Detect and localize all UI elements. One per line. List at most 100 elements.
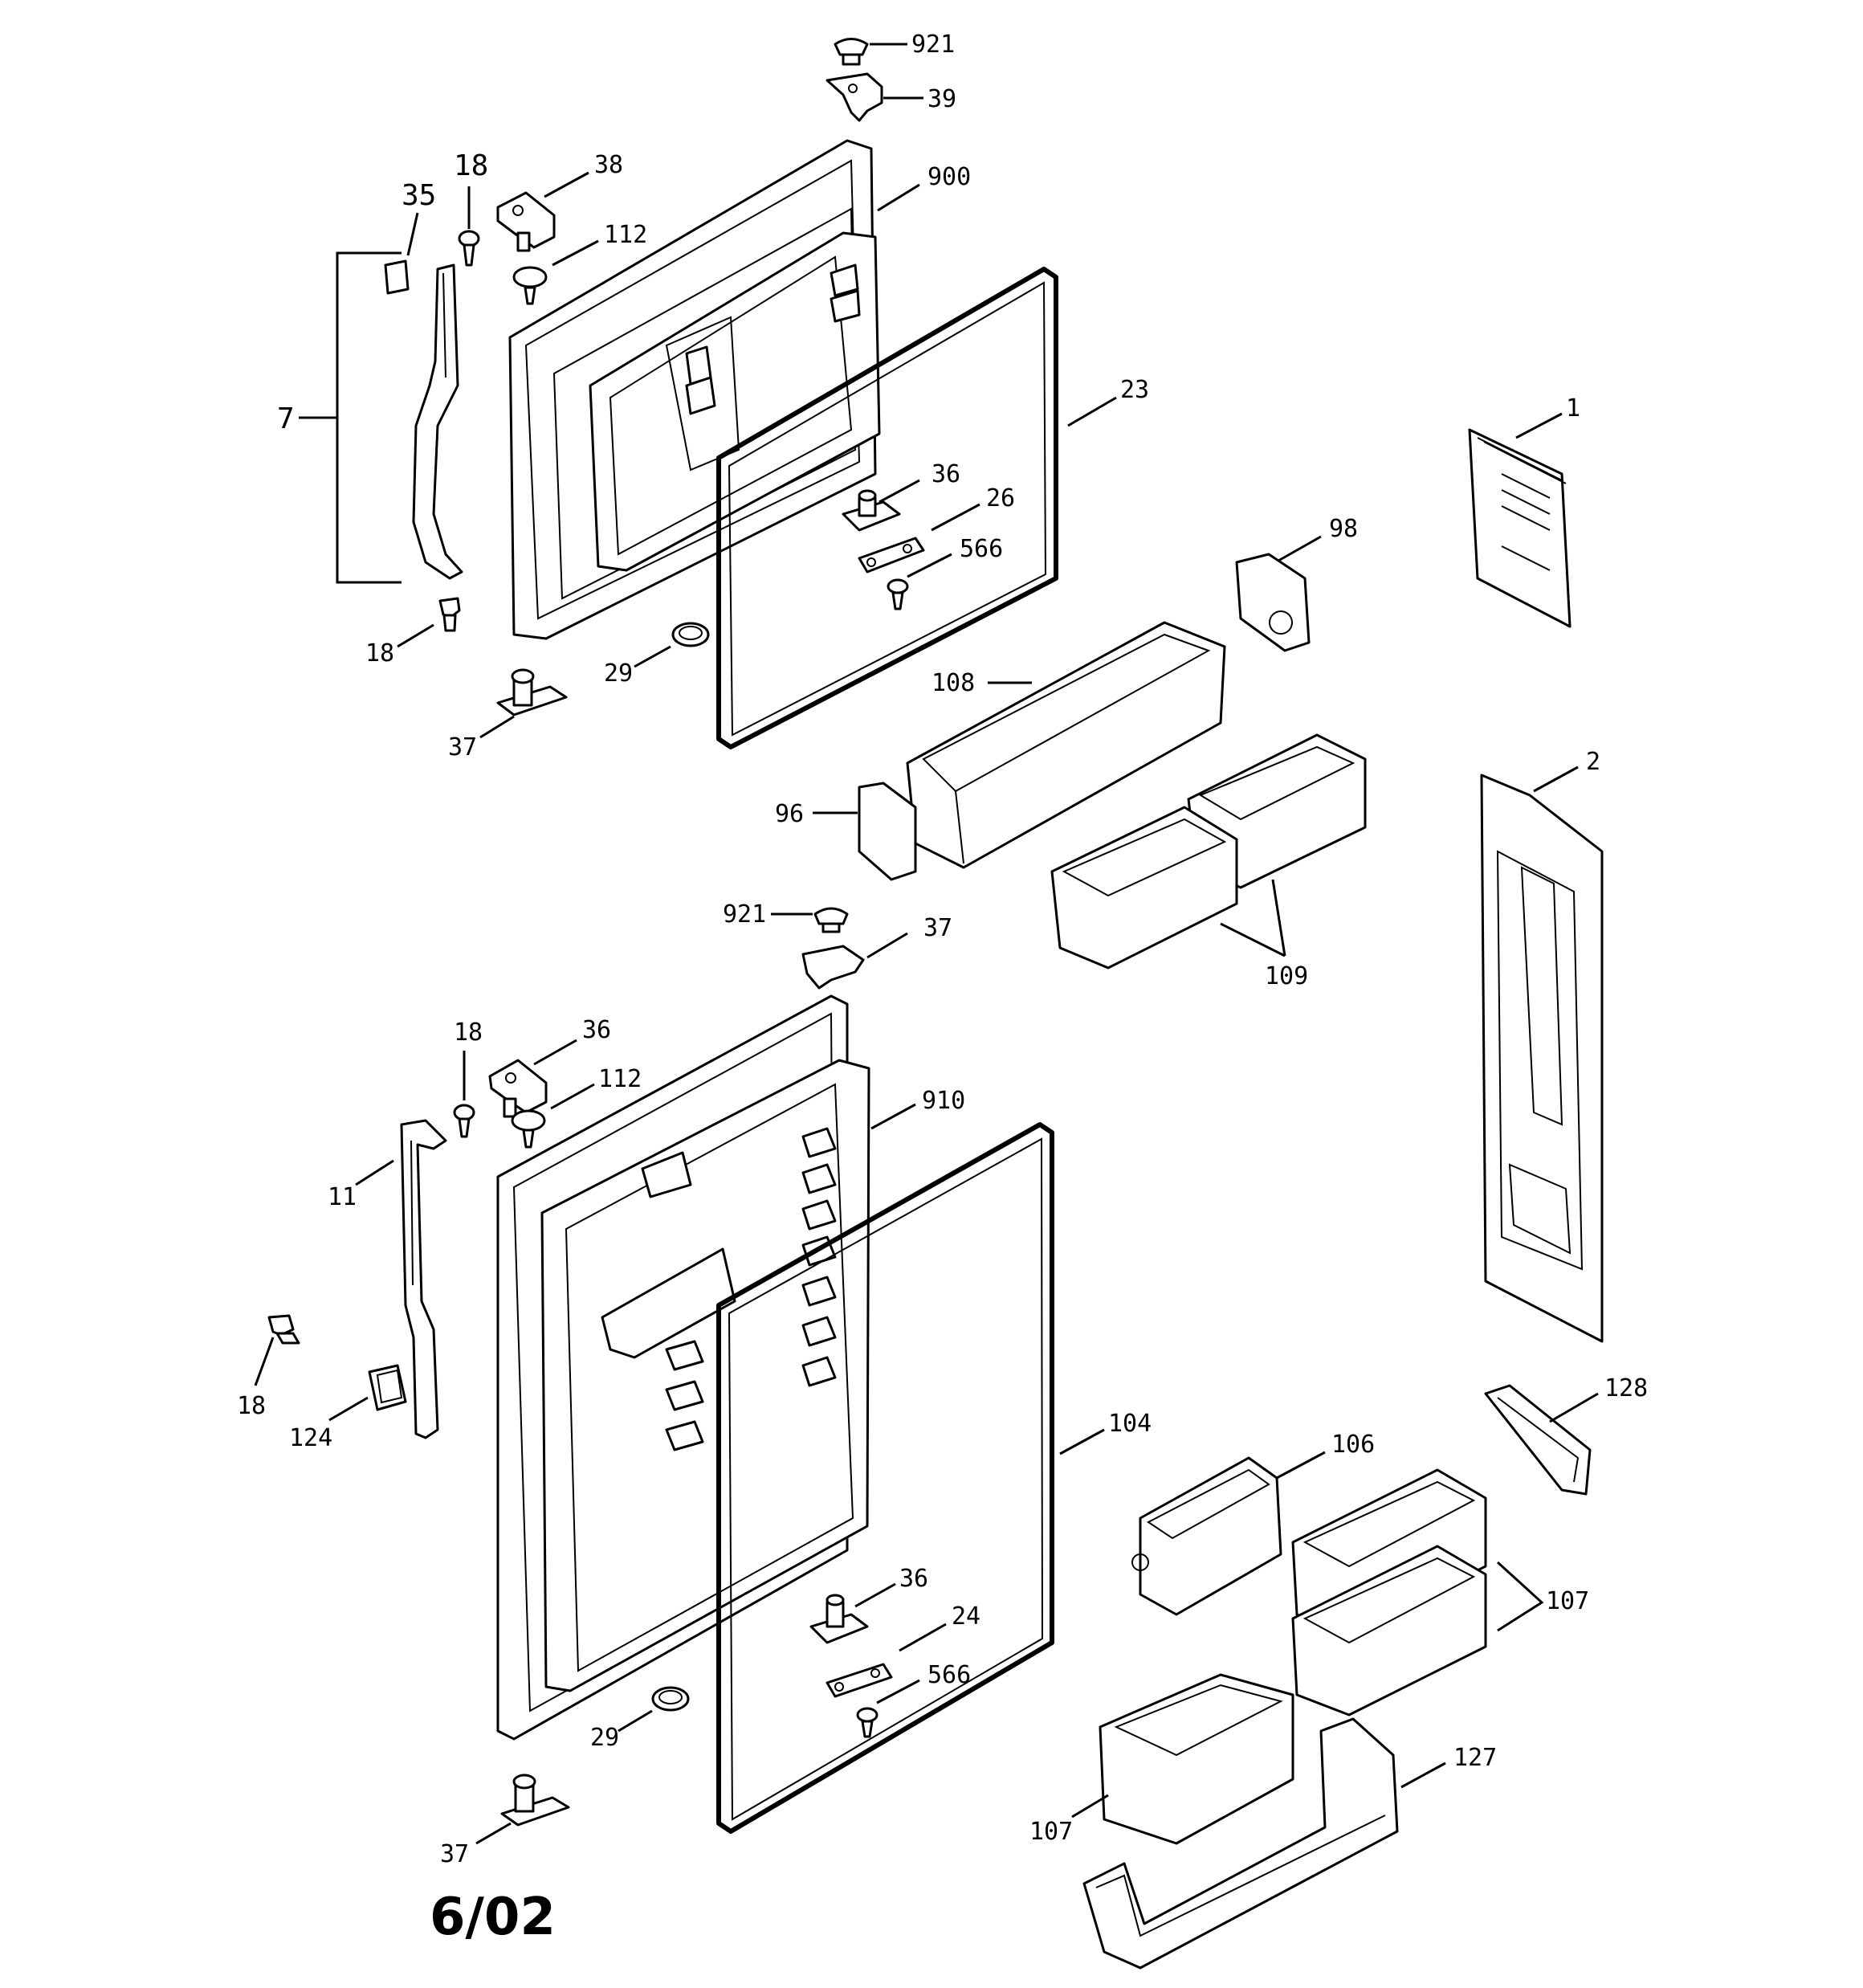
callout-18-left-upper: 18 [365, 639, 394, 667]
leader-910 [870, 1103, 916, 1130]
leader-900 [877, 183, 920, 212]
part-2-door-liner [1480, 774, 1604, 1343]
callout-98: 98 [1329, 515, 1358, 543]
callout-7: 7 [277, 402, 295, 435]
part-98-clip [1235, 553, 1311, 652]
part-36-hinge-pin-top [842, 489, 901, 532]
callout-18-left-lower: 18 [237, 1392, 266, 1420]
part-109-bin-left [1050, 806, 1238, 970]
part-11-fresh-food-handle [400, 1119, 447, 1439]
leader-18-left-lower [254, 1337, 275, 1386]
leader-23 [1067, 396, 1117, 427]
callout-26: 26 [986, 484, 1015, 512]
part-104-fresh-food-gasket [716, 1122, 1054, 1834]
callout-1: 1 [1566, 394, 1580, 423]
callout-39: 39 [927, 85, 956, 113]
callout-36-bottom: 36 [899, 1565, 928, 1593]
callout-24: 24 [952, 1602, 980, 1631]
callout-108: 108 [932, 669, 975, 697]
callout-2: 2 [1586, 748, 1600, 776]
leader-37-bottom [475, 1822, 512, 1845]
part-37-hinge-bracket-top [496, 668, 568, 716]
leader-566-bottom [876, 1679, 920, 1704]
leader-11 [355, 1159, 394, 1186]
leader-29-bottom [618, 1709, 653, 1733]
callout-labels: 921 39 38 900 18 35 112 7 23 1 36 26 566… [237, 31, 1648, 1868]
leader-124 [328, 1396, 369, 1422]
callout-96: 96 [775, 800, 804, 828]
callout-23: 23 [1120, 376, 1149, 404]
leader-24 [899, 1623, 947, 1652]
callout-37-middle: 37 [923, 914, 952, 942]
part-39-hinge-cap [826, 72, 883, 122]
part-37-hinge-bracket-bottom [500, 1774, 570, 1827]
leader-29-top [634, 645, 671, 668]
part-23-freezer-gasket [716, 267, 1058, 749]
leader-112-bottom [550, 1083, 595, 1110]
callout-566-bottom: 566 [927, 1661, 971, 1689]
part-29-grommet-bottom [651, 1686, 690, 1712]
part-18-screw-left-upper [438, 597, 461, 632]
leader-106 [1276, 1451, 1326, 1480]
callout-566-top: 566 [960, 535, 1003, 563]
part-921-plug-middle [813, 907, 849, 933]
part-36-hinge-pin-bottom [809, 1594, 869, 1644]
leader-26 [931, 503, 980, 532]
leader-98 [1278, 535, 1322, 562]
part-35-label [384, 259, 410, 295]
part-107-bin-lower [1099, 1673, 1294, 1845]
leader-37-middle [866, 932, 908, 959]
leader-38 [544, 171, 589, 198]
leader-1 [1515, 412, 1563, 439]
part-38-hinge [496, 191, 556, 252]
part-96-end-clip [858, 782, 917, 881]
part-18-screw-top [458, 230, 480, 267]
date-mark: 6/02 [430, 1888, 556, 1947]
callout-11: 11 [328, 1183, 357, 1211]
callout-18-middle: 18 [454, 1018, 483, 1047]
part-36-hinge-middle [488, 1059, 548, 1118]
part-900-freezer-door [508, 139, 881, 640]
part-1-manual [1468, 428, 1572, 628]
callout-921-middle: 921 [723, 900, 766, 929]
leader-566-top [907, 553, 952, 578]
part-18-screw-middle [453, 1104, 475, 1138]
leader-104 [1059, 1428, 1105, 1455]
callout-124: 124 [289, 1424, 332, 1452]
part-112-washer-bottom [511, 1109, 546, 1149]
part-29-grommet-top [671, 622, 710, 647]
callout-18-top: 18 [454, 149, 488, 182]
part-26-hinge-plate [858, 537, 925, 574]
part-124-clip [368, 1364, 407, 1411]
callout-127: 127 [1453, 1744, 1497, 1772]
callout-29-top: 29 [604, 659, 633, 688]
callout-112-bottom: 112 [598, 1065, 642, 1093]
part-24-hinge-plate [826, 1663, 893, 1698]
part-128-corner-bracket [1484, 1384, 1592, 1496]
callout-104: 104 [1108, 1410, 1152, 1438]
callout-38: 38 [594, 151, 623, 179]
part-566-screw-top [887, 578, 909, 610]
part-921-plug-top [834, 38, 869, 66]
leader-36-bottom [854, 1582, 896, 1608]
bracket-7 [336, 251, 402, 584]
callout-109: 109 [1265, 962, 1308, 990]
leader-2 [1533, 765, 1579, 793]
callout-921-top: 921 [911, 31, 955, 59]
callout-107-upper: 107 [1546, 1587, 1589, 1615]
part-107-bin-middle [1291, 1545, 1487, 1717]
part-127-bottom-bin [1082, 1717, 1399, 1970]
callout-910: 910 [922, 1087, 965, 1115]
part-106-dairy-compartment [1131, 1456, 1282, 1616]
callout-128: 128 [1604, 1374, 1648, 1402]
callout-107-lower: 107 [1029, 1818, 1073, 1846]
leader-18-left-upper [397, 623, 434, 648]
leader-35 [406, 212, 419, 256]
callout-900: 900 [927, 163, 971, 191]
callout-36-middle: 36 [582, 1016, 611, 1044]
leader-36-top [879, 479, 920, 504]
part-112-washer-top [512, 266, 548, 305]
part-7-freezer-handle [412, 263, 463, 580]
callout-37-bottom: 37 [440, 1840, 469, 1868]
callout-35: 35 [402, 179, 436, 212]
